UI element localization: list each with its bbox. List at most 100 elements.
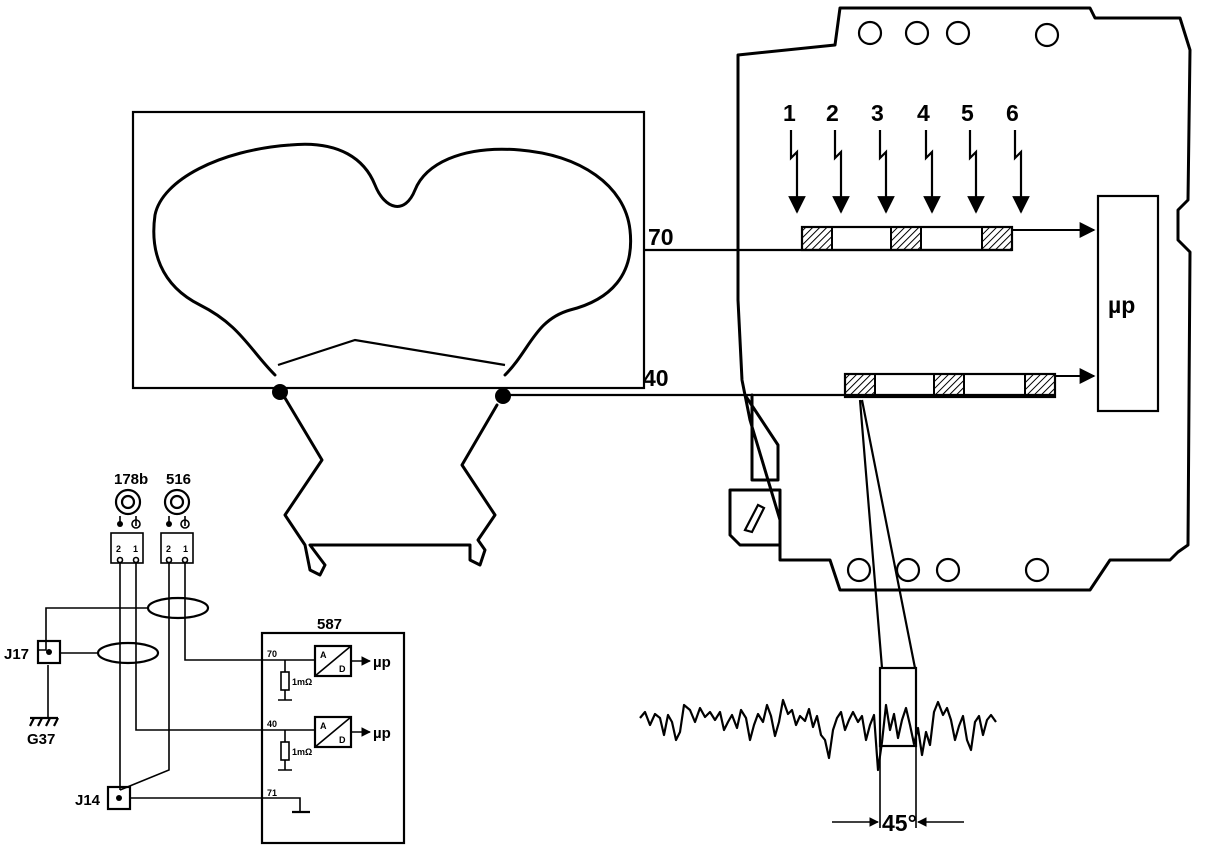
engine-block: [131, 110, 646, 577]
connector-block-178b: [110, 532, 144, 564]
resistor-70-value: 1mΩ: [292, 677, 312, 687]
adc-70-a: A: [320, 650, 327, 660]
wire-178b-pin1: [135, 563, 270, 731]
adc-40-diagonal: [314, 716, 352, 748]
zigzag-arrow: [877, 130, 895, 214]
segment-number-4: 4: [917, 100, 930, 126]
ecu-bracket: [728, 393, 782, 547]
hatched-segment: [933, 373, 965, 398]
combustion-chamber-outline: [152, 142, 633, 377]
pin-dot: [132, 556, 140, 564]
module-wire-70: [270, 659, 315, 701]
segment-number-5: 5: [961, 100, 974, 126]
adc-70-d: D: [339, 664, 346, 674]
module-pin-71-label: 71: [267, 788, 277, 798]
resistor-70: [280, 671, 290, 691]
mount-hole: [935, 557, 961, 583]
adc-40-a: A: [320, 721, 327, 731]
segment-number-6: 6: [1006, 100, 1019, 126]
zigzag-arrow: [967, 130, 985, 214]
sensor-516-symbol: [163, 488, 191, 516]
connector-pin-label: 1: [133, 544, 138, 554]
connector-pin-label: 2: [116, 544, 121, 554]
connector-516-label: 516: [166, 471, 191, 488]
crankcase-outline: [283, 396, 499, 577]
resistor-40-value: 1mΩ: [292, 747, 312, 757]
cylinder-head-line: [277, 338, 506, 367]
resistor-40: [280, 741, 290, 761]
mount-hole: [904, 20, 930, 46]
zigzag-arrow: [788, 130, 806, 214]
adc-40-output-label: µp: [373, 725, 391, 742]
adc-70-output-label: µp: [373, 654, 391, 671]
hatched-segment: [801, 226, 833, 251]
signal-label-40: 40: [643, 365, 669, 391]
terminal-dot: [131, 519, 141, 529]
terminal-dot: [117, 521, 123, 527]
connector-block-516: [160, 532, 194, 564]
hatched-segment: [890, 226, 922, 251]
sensor-178b-symbol: [120, 494, 136, 510]
waveform-window: [878, 666, 918, 748]
connector-pin-label: 1: [183, 544, 188, 554]
mount-hole: [1024, 557, 1050, 583]
zigzag-arrow: [832, 130, 850, 214]
hatched-segment: [844, 373, 876, 398]
adc-70-diagonal: [314, 645, 352, 677]
hatched-segment: [1024, 373, 1056, 398]
wire-shield-upper: [38, 607, 148, 651]
junction-j14: [106, 785, 132, 811]
signal-label-70: 70: [648, 224, 674, 250]
sensor-516-symbol: [169, 494, 185, 510]
ecu-board: µp 1 2 3 4 5 6: [728, 6, 1192, 592]
cable-shield-lower: [96, 641, 160, 665]
wire-516-pin2: [119, 563, 170, 791]
ecu-board-outline: [736, 6, 1192, 592]
zigzag-arrow: [1012, 130, 1030, 214]
cable-shield-upper: [146, 596, 210, 620]
module-pin-40-label: 40: [267, 719, 277, 729]
pin-dot: [165, 556, 173, 564]
module-587-label: 587: [317, 616, 342, 633]
microprocessor-box: [1096, 194, 1160, 413]
connector-178b-label: 178b: [114, 471, 148, 488]
module-pin-70-label: 70: [267, 649, 277, 659]
adc-40-d: D: [339, 735, 346, 745]
module-wire-40: [270, 729, 315, 771]
junction-j14-dot: [116, 795, 122, 801]
angle-label: 45°: [882, 810, 917, 836]
sensor-terminal-marks: [119, 516, 186, 526]
wiring-schematic: 178b 516 2 1 2 1: [4, 471, 406, 845]
segment-number-2: 2: [826, 100, 839, 126]
wire-516-pin1: [184, 563, 270, 661]
mount-hole: [1034, 22, 1060, 48]
module-587: [260, 631, 406, 845]
knock-waveform: [639, 698, 997, 772]
junction-j17: [36, 639, 62, 665]
sensor-178b-symbol: [114, 488, 142, 516]
junction-j17-dot: [46, 649, 52, 655]
connector-pin-label: 2: [166, 544, 171, 554]
terminal-dot: [166, 521, 172, 527]
pin-dot: [116, 556, 124, 564]
knock-sensor-right: [495, 388, 511, 404]
pin-dot: [181, 556, 189, 564]
zigzag-arrow: [923, 130, 941, 214]
knock-sensor-left: [272, 384, 288, 400]
microprocessor-label: µp: [1108, 292, 1135, 318]
mount-hole: [846, 557, 872, 583]
mount-hole: [857, 20, 883, 46]
magnifier-lines: [858, 399, 917, 669]
ground-g37-symbol: [29, 716, 59, 727]
segment-number-1: 1: [783, 100, 796, 126]
ground-g37-label: G37: [27, 731, 55, 748]
segment-markers: 1 2 3 4 5 6: [783, 100, 1030, 214]
wire-j14-to-71: [130, 797, 301, 812]
junction-j17-label: J17: [4, 646, 29, 663]
terminal-dot: [180, 519, 190, 529]
waveform-detail: 45°: [639, 399, 997, 836]
mount-hole: [945, 20, 971, 46]
segment-number-3: 3: [871, 100, 884, 126]
hatched-segment: [981, 226, 1013, 251]
